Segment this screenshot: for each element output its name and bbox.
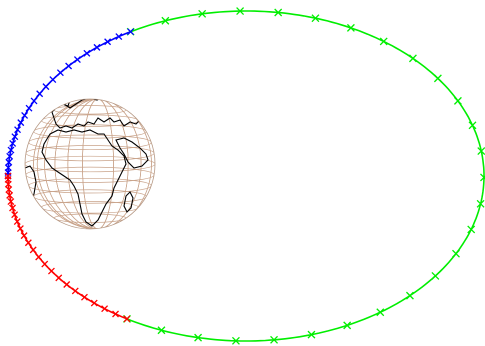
orbit-marker-green bbox=[431, 271, 440, 280]
orbit-marker-red bbox=[11, 211, 19, 219]
orbit-marker-red bbox=[71, 287, 79, 295]
orbit-marker-red bbox=[24, 239, 32, 247]
orbit-marker-blue bbox=[5, 158, 13, 166]
orbit-marker-blue bbox=[25, 104, 33, 112]
orbit-marker-red bbox=[5, 186, 13, 193]
orbit-marker-green bbox=[231, 336, 240, 345]
earth-globe bbox=[24, 98, 156, 230]
orbit-marker-green bbox=[311, 14, 320, 23]
orbit-marker-red bbox=[13, 218, 21, 226]
orbit-marker-blue bbox=[11, 133, 19, 141]
meridian-line bbox=[54, 99, 142, 229]
meridian-line bbox=[36, 99, 155, 229]
orbit-marker-blue bbox=[7, 146, 15, 154]
orbit-marker-blue bbox=[49, 76, 57, 84]
orbit-marker-green bbox=[198, 9, 207, 18]
orbit-marker-blue bbox=[65, 62, 73, 70]
orbit-marker-green bbox=[453, 96, 462, 105]
orbit-marker-green bbox=[452, 249, 460, 258]
orbit-marker-red bbox=[41, 260, 49, 268]
orbit-marker-green bbox=[346, 23, 355, 32]
orbit-marker-red bbox=[9, 204, 16, 212]
orbit-marker-red bbox=[63, 281, 71, 288]
orbit-marker-blue bbox=[17, 119, 25, 127]
orbit-marker-green bbox=[476, 199, 485, 208]
earth-limb bbox=[24, 98, 156, 230]
orbit-marker-green bbox=[157, 326, 166, 335]
orbit-marker-blue bbox=[6, 152, 14, 160]
orbit-marker-green bbox=[307, 330, 316, 339]
orbit-marker-green bbox=[379, 37, 388, 46]
orbit-marker-blue bbox=[73, 56, 81, 63]
madagascar-outline bbox=[123, 191, 134, 213]
orbit-marker-green bbox=[468, 121, 477, 130]
orbit-trajectory bbox=[4, 7, 485, 345]
arabia-outline bbox=[115, 137, 149, 169]
earth-disc bbox=[25, 99, 155, 229]
orbit-marker-green bbox=[433, 74, 442, 83]
orbit-marker-green bbox=[477, 147, 485, 156]
orbit-marker-green bbox=[467, 225, 476, 234]
orbit-marker-blue bbox=[93, 43, 101, 51]
orbit-marker-blue bbox=[42, 83, 50, 91]
orbit-marker-blue bbox=[9, 140, 17, 147]
orbit-marker-green bbox=[376, 308, 385, 317]
africa-outline bbox=[41, 129, 127, 227]
orbit-marker-red bbox=[101, 305, 109, 313]
orbit-marker-red bbox=[123, 315, 131, 323]
orbit-marker-red bbox=[7, 198, 15, 206]
orbit-marker-red bbox=[90, 299, 98, 307]
meridian-line bbox=[33, 99, 155, 229]
orbit-marker-green bbox=[270, 335, 279, 344]
orbit-marker-blue bbox=[21, 111, 29, 119]
orbit-marker-blue bbox=[104, 38, 112, 46]
orbit-marker-blue bbox=[14, 126, 22, 134]
orbit-marker-red bbox=[55, 274, 63, 282]
orbit-markers bbox=[4, 7, 485, 345]
orbit-marker-blue bbox=[30, 97, 38, 105]
orbit-marker-blue bbox=[56, 69, 64, 77]
orbit-marker-red bbox=[6, 191, 14, 199]
orbit-marker-red bbox=[35, 253, 43, 261]
orbit-marker-green bbox=[480, 173, 485, 182]
orbit-marker-green bbox=[274, 8, 283, 17]
meridian-line bbox=[82, 99, 114, 229]
meridian-line bbox=[67, 99, 129, 229]
orbit-marker-blue bbox=[36, 90, 44, 98]
orbit-marker-green bbox=[194, 333, 203, 342]
orbit-marker-red bbox=[47, 267, 55, 275]
meridian-line bbox=[44, 99, 152, 229]
orbit-marker-red bbox=[20, 232, 28, 240]
orbit-marker-red bbox=[80, 293, 88, 301]
orbit-marker-blue bbox=[115, 33, 123, 40]
orbit-marker-blue bbox=[83, 49, 91, 57]
orbit-marker-green bbox=[343, 321, 352, 330]
orbit-marker-green bbox=[161, 16, 170, 25]
orbit-marker-red bbox=[112, 310, 119, 318]
orbit-marker-blue bbox=[4, 164, 12, 172]
orbit-marker-red bbox=[29, 246, 37, 254]
orbit-marker-green bbox=[236, 7, 245, 16]
orbit-marker-green bbox=[408, 54, 417, 63]
parallel-line bbox=[25, 155, 155, 173]
orbit-marker-blue bbox=[127, 28, 135, 36]
orbit-marker-red bbox=[16, 225, 24, 233]
orbit-marker-green bbox=[405, 291, 414, 300]
